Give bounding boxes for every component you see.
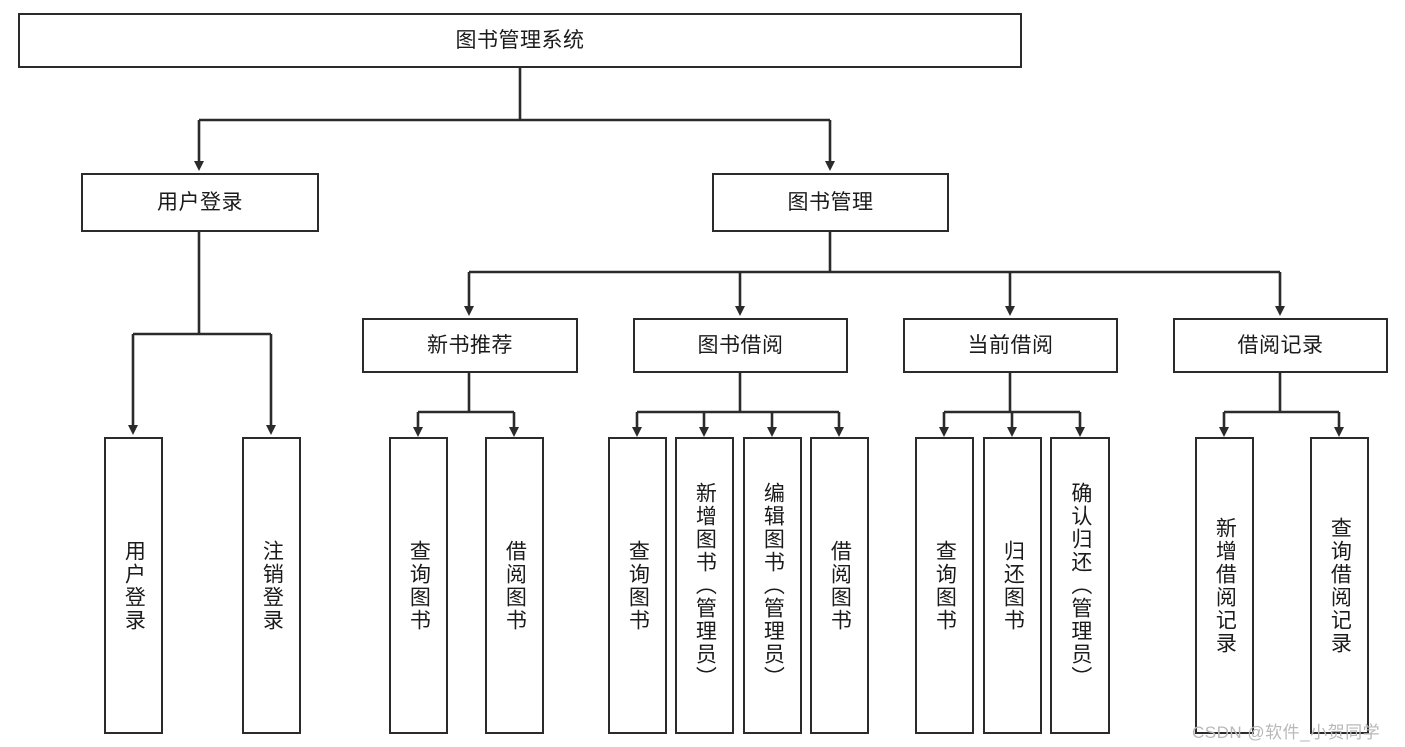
node-book-management[interactable]: 图书管理: [712, 173, 949, 232]
node-new-book-recommend[interactable]: 新书推荐: [362, 318, 578, 373]
leaf-label: 借阅图书: [828, 539, 852, 632]
leaf-return-book[interactable]: 归还图书: [983, 437, 1042, 734]
leaf-confirm-return-admin[interactable]: 确认归还（管理员）: [1050, 437, 1110, 734]
leaf-add-book-admin[interactable]: 新增图书（管理员）: [675, 437, 734, 734]
leaf-label: 查询图书: [626, 539, 650, 632]
leaf-label: 查询借阅记录: [1328, 516, 1352, 655]
leaf-label: 注销登录: [260, 539, 284, 632]
leaf-label: 用户登录: [122, 539, 146, 632]
leaf-label: 新增借阅记录: [1213, 516, 1237, 655]
node-label: 图书管理: [787, 191, 874, 214]
leaf-user-login[interactable]: 用户登录: [104, 437, 163, 734]
leaf-search-book-borrow[interactable]: 查询图书: [608, 437, 667, 734]
leaf-label: 查询图书: [933, 539, 957, 632]
leaf-search-book-rec[interactable]: 查询图书: [389, 437, 448, 734]
node-label: 图书管理系统: [455, 29, 585, 52]
node-current-borrow[interactable]: 当前借阅: [903, 318, 1118, 373]
leaf-label: 新增图书（管理员）: [693, 482, 717, 689]
node-label: 当前借阅: [967, 334, 1054, 357]
leaf-label: 编辑图书（管理员）: [761, 482, 785, 689]
leaf-search-borrow-record[interactable]: 查询借阅记录: [1310, 437, 1369, 734]
leaf-add-borrow-record[interactable]: 新增借阅记录: [1195, 437, 1254, 734]
leaf-borrow-book[interactable]: 借阅图书: [810, 437, 869, 734]
node-user-login[interactable]: 用户登录: [81, 173, 319, 232]
leaf-label: 归还图书: [1001, 539, 1025, 632]
node-label: 新书推荐: [427, 334, 513, 357]
node-book-borrow[interactable]: 图书借阅: [633, 318, 848, 373]
leaf-label: 确认归还（管理员）: [1068, 482, 1092, 689]
leaf-logout[interactable]: 注销登录: [242, 437, 301, 734]
node-root[interactable]: 图书管理系统: [18, 13, 1022, 68]
leaf-label: 借阅图书: [503, 539, 527, 632]
node-label: 图书借阅: [697, 334, 784, 357]
node-borrow-record[interactable]: 借阅记录: [1173, 318, 1388, 373]
leaf-label: 查询图书: [407, 539, 431, 632]
leaf-borrow-book-rec[interactable]: 借阅图书: [485, 437, 544, 734]
csdn-watermark: CSDN @软件_小贺同学: [1192, 723, 1381, 742]
leaf-search-book-current[interactable]: 查询图书: [915, 437, 974, 734]
leaf-edit-book-admin[interactable]: 编辑图书（管理员）: [743, 437, 802, 734]
node-label: 借阅记录: [1237, 334, 1324, 357]
node-label: 用户登录: [157, 191, 243, 214]
